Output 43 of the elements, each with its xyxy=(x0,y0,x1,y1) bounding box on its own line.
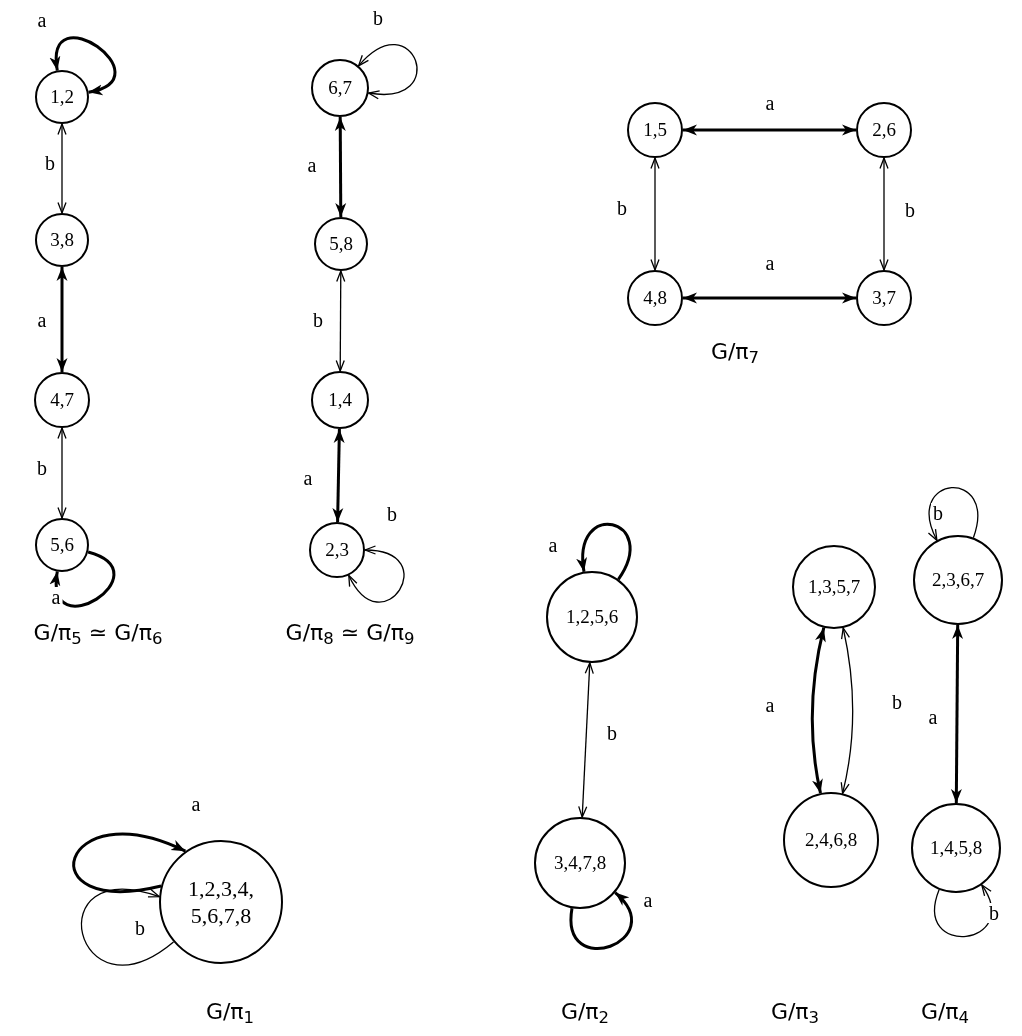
arrow xyxy=(332,428,345,523)
graph-caption: G/π$_{8}$ ≃ G/π$_{9}$ xyxy=(285,622,415,644)
arrow xyxy=(683,292,856,304)
edge-label: b xyxy=(903,200,917,220)
edge-label: b xyxy=(931,503,945,523)
arrow xyxy=(335,270,346,372)
edge-label: a xyxy=(49,587,63,607)
edge-label: b xyxy=(605,723,619,743)
edge-label: b xyxy=(385,504,399,524)
graph-caption: G/π$_{1}$ xyxy=(205,1001,255,1023)
edge-label: b xyxy=(35,458,49,478)
arrow xyxy=(51,36,117,94)
arrow xyxy=(569,891,633,950)
arrow xyxy=(879,157,889,271)
arrow xyxy=(357,44,418,99)
edge-label: b xyxy=(311,310,325,330)
arrow xyxy=(577,523,632,581)
edge-label: b xyxy=(890,692,904,712)
graph-caption: G/π$_{7}$ xyxy=(710,341,760,363)
arrow xyxy=(348,546,405,603)
graph-caption: G/π$_{2}$ xyxy=(560,1001,610,1023)
arrow xyxy=(578,662,594,818)
arrow xyxy=(928,487,979,541)
graph-caption: G/π$_{3}$ xyxy=(770,1001,820,1023)
arrow xyxy=(51,550,116,608)
arrow xyxy=(334,117,347,217)
edge-label: b xyxy=(133,918,147,938)
arrow xyxy=(57,123,67,214)
arrow xyxy=(56,267,68,372)
arrow xyxy=(810,627,826,794)
arrow xyxy=(57,427,67,519)
edge-label: b xyxy=(43,153,57,173)
arrow xyxy=(72,833,186,893)
edge-label: b xyxy=(615,198,629,218)
arrow xyxy=(81,889,175,966)
edge-label: b xyxy=(371,8,385,28)
edge-label: b xyxy=(987,903,1001,923)
graph-caption: G/π$_{5}$ ≃ G/π$_{6}$ xyxy=(33,622,163,644)
graph-caption: G/π$_{4}$ xyxy=(920,1001,970,1023)
arrow xyxy=(950,625,964,803)
arrow xyxy=(683,124,856,136)
arrow xyxy=(650,157,660,271)
arrow xyxy=(840,627,854,795)
